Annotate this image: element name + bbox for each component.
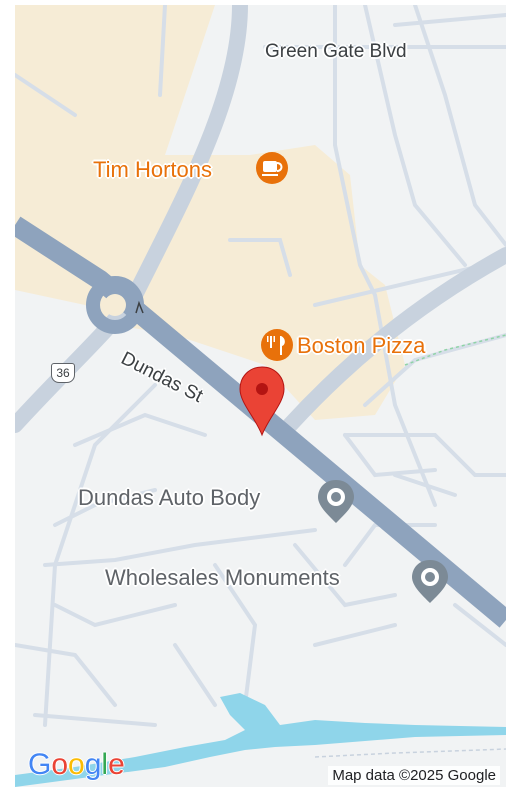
coffee-icon[interactable]: [256, 152, 288, 184]
google-logo-letter: l: [101, 748, 109, 781]
restaurant-icon[interactable]: [261, 329, 293, 361]
google-logo-text: Google: [28, 748, 125, 781]
direction-arrow-icon: [135, 300, 144, 314]
generic-place-icon-2[interactable]: [412, 560, 448, 603]
map-pin-icon[interactable]: [239, 366, 285, 437]
dashed-path: [314, 748, 506, 758]
dundas-street-road: [15, 216, 506, 628]
map-attribution[interactable]: Map data ©2025 Google: [328, 766, 500, 785]
poi-label-boston-pizza[interactable]: Boston Pizza: [297, 333, 426, 358]
generic-place-icon[interactable]: [318, 480, 354, 523]
google-logo[interactable]: Google: [28, 748, 125, 782]
google-logo-letter: e: [108, 748, 125, 781]
roundabout-center: [104, 294, 126, 316]
poi-label-dundas-auto-body[interactable]: Dundas Auto Body: [78, 485, 261, 510]
map-canvas[interactable]: Green Gate Blvd Dundas St 36 Tim Hortons…: [15, 5, 506, 787]
water-creek: [15, 693, 506, 787]
google-logo-letter: G: [28, 748, 52, 781]
map-base-layer[interactable]: [15, 5, 506, 787]
google-logo-letter: o: [51, 748, 69, 781]
street-label-green-gate: Green Gate Blvd: [265, 41, 407, 62]
poi-label-wholesales-monuments[interactable]: Wholesales Monuments: [105, 565, 340, 590]
poi-label-tim-hortons[interactable]: Tim Hortons: [93, 157, 212, 182]
minor-roads: [15, 5, 506, 727]
google-logo-letter: g: [84, 748, 102, 781]
trail-path: [404, 334, 506, 366]
route-shield: 36: [51, 363, 75, 383]
google-logo-letter: o: [68, 748, 85, 781]
roundabout: [86, 276, 144, 334]
